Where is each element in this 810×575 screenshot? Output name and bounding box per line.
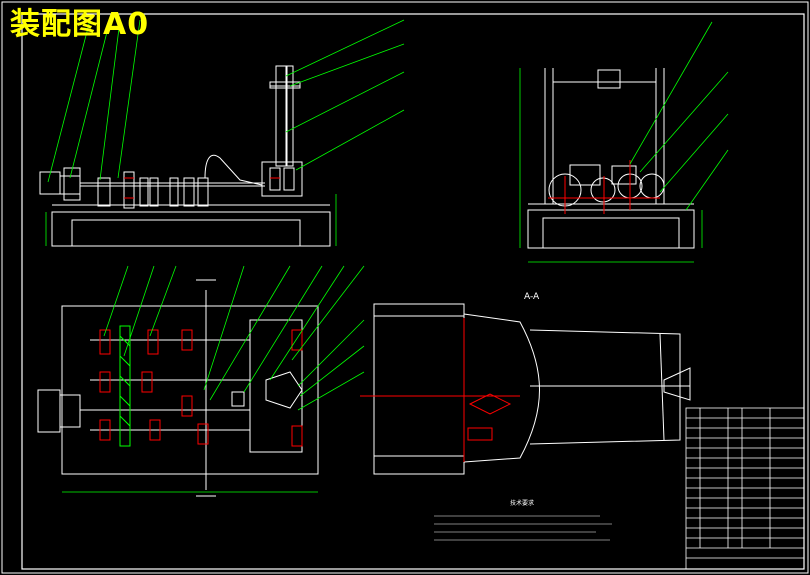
side-view-hatch	[548, 160, 660, 214]
inner-frame	[21, 13, 805, 570]
front-view-hatch	[124, 177, 280, 199]
front-view-dimension	[45, 194, 337, 246]
side-view-dimension	[519, 68, 703, 263]
plan-view-hatch	[99, 329, 303, 447]
section-markers	[196, 279, 216, 497]
side-view	[527, 68, 695, 249]
front-view	[39, 65, 331, 247]
section-a-a-label: A-A	[524, 292, 540, 302]
plan-view-gear-shaft	[119, 325, 131, 447]
drawing-title: 装配图A0	[10, 7, 150, 42]
plan-view	[37, 290, 319, 490]
title-block	[685, 407, 805, 570]
section-view-hatch	[360, 318, 520, 462]
leader-lines	[47, 19, 729, 411]
technical-notes-heading: 技术要求	[510, 500, 535, 507]
section-view	[373, 303, 691, 475]
technical-notes-lines	[434, 515, 612, 541]
